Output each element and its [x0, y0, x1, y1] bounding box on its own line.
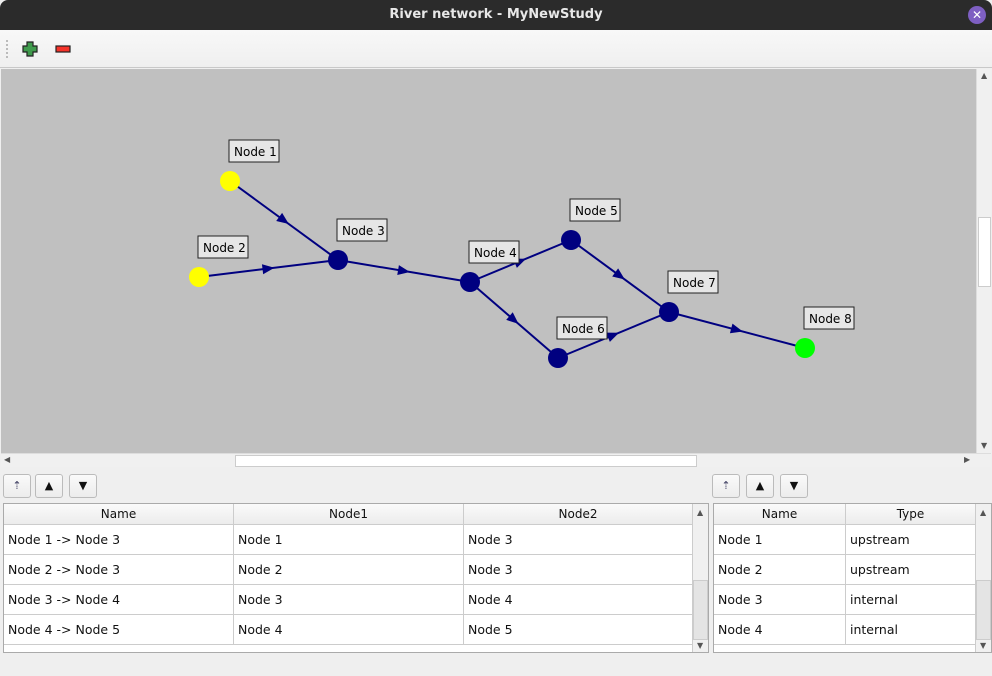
river-network-graph[interactable]: Node 1 Node 2 Node 3 Node 4 Node 5 Node 6 Node… — [1, 69, 976, 453]
down-arrow-icon: ▼ — [78, 479, 88, 492]
toolbar — [0, 30, 992, 68]
table-cell[interactable]: Node 2 -> Node 3 — [4, 555, 234, 584]
node-label: Node 2 — [203, 241, 246, 255]
node-label-box — [667, 270, 719, 294]
move-up-button-nodes[interactable]: ▲ — [746, 474, 774, 498]
toolbar-grip[interactable] — [6, 40, 10, 58]
table-cell[interactable]: Node 3 -> Node 4 — [4, 585, 234, 614]
table-cell[interactable]: Node 1 — [714, 525, 846, 554]
edge-arrow-icon — [261, 264, 275, 275]
graph-node[interactable] — [561, 230, 581, 250]
table-cell[interactable]: Node 3 — [234, 585, 464, 614]
graph-node[interactable] — [220, 171, 240, 191]
graph-node[interactable] — [659, 302, 679, 322]
column-header-name[interactable]: Name — [4, 504, 234, 524]
column-header-type[interactable]: Type — [846, 504, 976, 524]
sort-button-nodes[interactable]: ⇡ — [712, 474, 740, 498]
edge-arrow-icon — [612, 268, 625, 280]
window-title: River network - MyNewStudy — [389, 7, 603, 22]
table-cell[interactable]: Node 4 — [234, 615, 464, 644]
table-cell[interactable]: internal — [846, 615, 976, 644]
move-down-button-edges[interactable]: ▼ — [69, 474, 97, 498]
node-label-box — [197, 235, 249, 259]
graph-node[interactable] — [328, 250, 348, 270]
column-header-name[interactable]: Name — [714, 504, 846, 524]
up-arrow-icon: ▲ — [755, 479, 765, 492]
node-label: Node 1 — [234, 145, 277, 159]
graph-vertical-scrollbar[interactable]: ▲ ▼ — [976, 69, 991, 453]
table-cell[interactable]: Node 3 — [714, 585, 846, 614]
table-cell[interactable]: Node 5 — [464, 615, 693, 644]
close-icon[interactable]: ✕ — [968, 6, 986, 24]
table-cell[interactable]: Node 4 -> Node 5 — [4, 615, 234, 644]
move-down-button-nodes[interactable]: ▼ — [780, 474, 808, 498]
node-label: Node 7 — [673, 276, 716, 290]
edge-arrow-icon — [397, 265, 410, 275]
move-up-button-edges[interactable]: ▲ — [35, 474, 63, 498]
horizontal-scroll-thumb[interactable] — [235, 455, 697, 467]
vertical-scroll-thumb[interactable] — [978, 217, 991, 287]
graph-node[interactable] — [548, 348, 568, 368]
column-header-node1[interactable]: Node1 — [234, 504, 464, 524]
table-cell[interactable]: internal — [846, 585, 976, 614]
node-label-box — [569, 198, 621, 222]
graph-node[interactable] — [795, 338, 815, 358]
plus-icon[interactable] — [19, 38, 41, 60]
node-label-box — [468, 240, 520, 264]
edges-table-scrollbar[interactable]: ▲ ▼ — [692, 504, 708, 652]
graph-horizontal-scrollbar[interactable]: ◀ ▶ — [1, 453, 991, 467]
node-label-box — [556, 316, 608, 340]
table-cell[interactable]: Node 3 — [464, 525, 693, 554]
edge-arrow-icon — [276, 212, 289, 225]
node-label: Node 4 — [474, 246, 517, 260]
up-arrow-icon: ▲ — [44, 479, 54, 492]
table-cell[interactable]: upstream — [846, 555, 976, 584]
table-cell[interactable]: Node 3 — [464, 555, 693, 584]
table-cell[interactable]: upstream — [846, 525, 976, 554]
node-label-box — [336, 218, 388, 242]
minus-icon[interactable] — [52, 38, 74, 60]
sort-icon: ⇡ — [721, 479, 731, 492]
node-label-box — [803, 306, 855, 330]
sort-icon: ⇡ — [12, 479, 22, 492]
node-label-box — [228, 139, 280, 163]
node-label: Node 3 — [342, 224, 385, 238]
table-cell[interactable]: Node 2 — [714, 555, 846, 584]
nodes-table-scrollbar[interactable]: ▲ ▼ — [975, 504, 991, 652]
table-cell[interactable]: Node 1 -> Node 3 — [4, 525, 234, 554]
graph-node[interactable] — [460, 272, 480, 292]
title-bar: River network - MyNewStudy ✕ — [0, 0, 992, 30]
table-cell[interactable]: Node 1 — [234, 525, 464, 554]
graph-node[interactable] — [189, 267, 209, 287]
node-label: Node 8 — [809, 312, 852, 326]
node-label: Node 5 — [575, 204, 618, 218]
table-cell[interactable]: Node 4 — [464, 585, 693, 614]
edge-arrow-icon — [606, 332, 620, 342]
node-label: Node 6 — [562, 322, 605, 336]
edge-arrow-icon — [506, 312, 519, 324]
sort-button-edges[interactable]: ⇡ — [3, 474, 31, 498]
edge-arrow-icon — [729, 323, 743, 334]
table-cell[interactable]: Node 4 — [714, 615, 846, 644]
column-header-node2[interactable]: Node2 — [464, 504, 693, 524]
table-cell[interactable]: Node 2 — [234, 555, 464, 584]
down-arrow-icon: ▼ — [789, 479, 799, 492]
